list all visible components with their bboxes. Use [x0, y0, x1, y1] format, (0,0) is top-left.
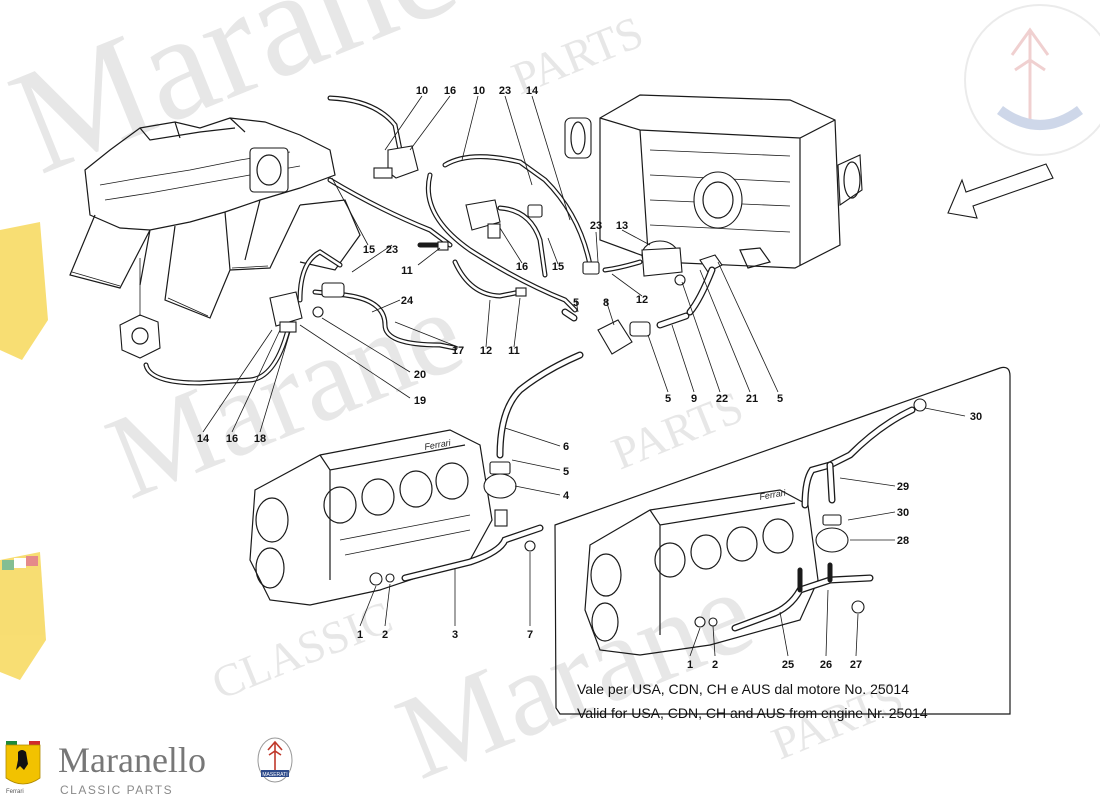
callout-5: 5	[563, 466, 569, 478]
engine-marking-inset: Ferrari	[759, 487, 788, 502]
maranello-logo: Ferrari Maranello CLASSIC PARTS MASERATI	[5, 737, 293, 797]
callout-4: 4	[563, 490, 570, 502]
callout-25: 25	[782, 659, 794, 671]
callout-13: 13	[616, 220, 628, 232]
watermark-word-bottom: Marane	[380, 544, 770, 800]
solenoid-valves	[269, 145, 723, 333]
direction-arrow	[947, 163, 1054, 219]
callout-8: 8	[603, 297, 609, 309]
callout-23: 23	[386, 244, 398, 256]
callout-27: 27	[850, 659, 862, 671]
maserati-badge-text: MASERATI	[262, 772, 287, 778]
watermark-maserati-badge-right	[964, 4, 1100, 156]
cylinder-head-main: Ferrari	[249, 429, 493, 606]
ferrari-shield-icon	[5, 741, 41, 785]
callout-16: 16	[226, 433, 238, 445]
callout-30: 30	[970, 411, 982, 423]
callout-1: 1	[687, 659, 693, 671]
logo-brand-name: Maranello	[58, 740, 206, 780]
callout-10: 10	[416, 85, 428, 97]
callout-15: 15	[552, 261, 564, 273]
ferrari-shield-text: Ferrari	[6, 789, 24, 795]
callout-30: 30	[897, 507, 909, 519]
callout-11: 11	[401, 265, 413, 277]
callout-2: 2	[712, 659, 718, 671]
callout-17: 17	[452, 345, 464, 357]
vacuum-pipe-main	[369, 351, 584, 586]
vacuum-hoses-upper	[143, 95, 643, 386]
callout-21: 21	[746, 393, 758, 405]
maserati-badge-icon	[257, 737, 293, 783]
callout-16: 16	[444, 85, 456, 97]
callout-12: 12	[636, 294, 648, 306]
intake-manifold	[69, 117, 361, 359]
engine-marking-main: Ferrari	[424, 437, 453, 452]
callout-14: 14	[197, 433, 210, 445]
hose-segments	[561, 266, 716, 355]
callout-26: 26	[820, 659, 832, 671]
callout-23: 23	[590, 220, 602, 232]
callout-1: 1	[357, 629, 363, 641]
callout-5: 5	[573, 297, 579, 309]
callout-28: 28	[897, 535, 909, 547]
callout-labels: 10 16 10 23 14 15 23 11 24 16 15 23 13 1…	[197, 85, 982, 671]
callout-9: 9	[691, 393, 697, 405]
callout-23: 23	[499, 85, 511, 97]
callout-3: 3	[452, 629, 458, 641]
callout-16: 16	[516, 261, 528, 273]
inset-note-italian: Vale per USA, CDN, CH e AUS dal motore N…	[577, 681, 909, 697]
inset-notes: Vale per USA, CDN, CH e AUS dal motore N…	[577, 681, 928, 721]
callout-14: 14	[526, 85, 539, 97]
callout-12: 12	[480, 345, 492, 357]
callout-5: 5	[665, 393, 671, 405]
watermark-ferrari-shield-left	[0, 222, 48, 680]
watermark-classic: CLASSIC	[205, 591, 400, 709]
callout-7: 7	[527, 629, 533, 641]
callout-15: 15	[363, 244, 375, 256]
callout-10: 10	[473, 85, 485, 97]
callout-18: 18	[254, 433, 266, 445]
logo-subtitle: CLASSIC PARTS	[60, 783, 173, 797]
callout-24: 24	[401, 295, 414, 307]
callout-11: 11	[508, 345, 520, 357]
callout-5: 5	[777, 393, 783, 405]
callout-2: 2	[382, 629, 388, 641]
callout-19: 19	[414, 395, 426, 407]
callout-20: 20	[414, 369, 426, 381]
charge-air-cooler	[564, 94, 863, 269]
inset-note-english: Valid for USA, CDN, CH and AUS from engi…	[577, 705, 928, 721]
watermark-parts-middle: PARTS	[605, 381, 750, 479]
callout-29: 29	[897, 481, 909, 493]
leader-lines	[202, 95, 966, 657]
inset-panel: Ferrari	[554, 366, 1011, 715]
callout-6: 6	[563, 441, 569, 453]
callout-22: 22	[716, 393, 728, 405]
